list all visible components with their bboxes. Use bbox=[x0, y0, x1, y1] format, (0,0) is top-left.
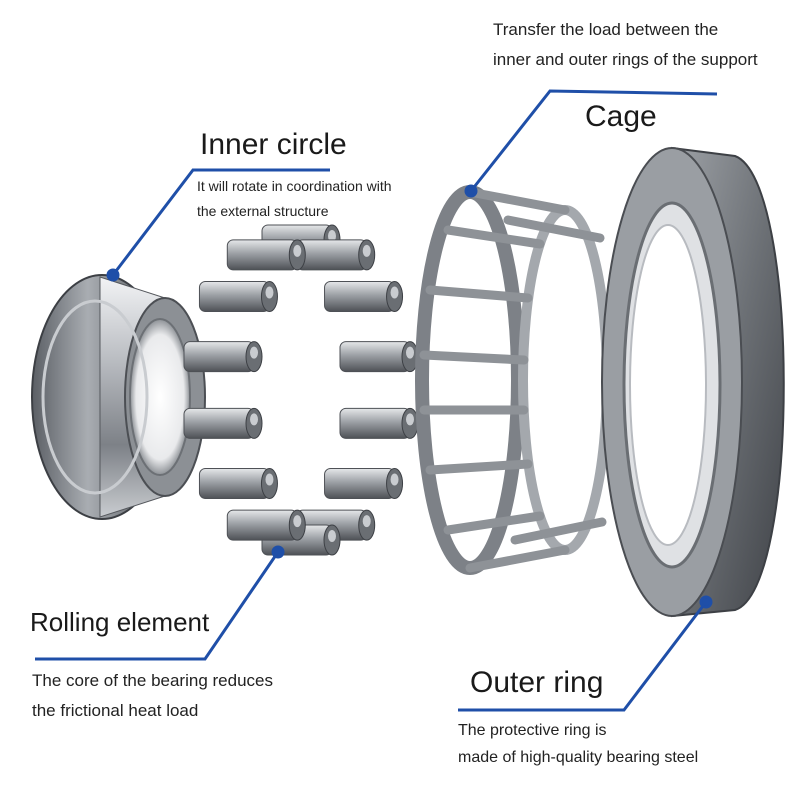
cage-desc-line-1: Transfer the load between the bbox=[493, 20, 719, 39]
roller bbox=[183, 407, 263, 439]
callout-outer-ring bbox=[458, 595, 713, 712]
roller bbox=[324, 468, 404, 500]
roller bbox=[198, 468, 278, 500]
rolling-element-desc-line-2: the frictional heat load bbox=[32, 701, 199, 720]
outer-ring-title: Outer ring bbox=[470, 666, 604, 699]
outer-ring-desc-line-2: made of high-quality bearing steel bbox=[458, 749, 699, 766]
rolling-element-desc-line-1: The core of the bearing reduces bbox=[32, 671, 273, 690]
outer-ring-illustration bbox=[601, 146, 785, 618]
callout-cage bbox=[464, 89, 718, 198]
roller bbox=[324, 280, 404, 312]
roller bbox=[339, 407, 419, 439]
inner-circle-title: Inner circle bbox=[200, 128, 347, 161]
callout-inner-circle bbox=[106, 168, 330, 282]
roller bbox=[183, 341, 263, 373]
cage-desc-line-2: inner and outer rings of the support bbox=[493, 50, 758, 69]
roller bbox=[226, 239, 306, 271]
inner-circle-desc-line-1: It will rotate in coordination with bbox=[197, 178, 392, 194]
roller bbox=[296, 239, 376, 271]
roller bbox=[339, 341, 419, 373]
inner-ring-illustration bbox=[31, 274, 206, 520]
cage-illustration bbox=[415, 185, 612, 575]
rolling-element-title: Rolling element bbox=[30, 607, 210, 637]
roller bbox=[226, 509, 306, 541]
roller bbox=[198, 280, 278, 312]
outer-ring-desc-line-1: The protective ring is bbox=[458, 722, 607, 739]
inner-circle-desc-line-2: the external structure bbox=[197, 203, 329, 219]
callout-rolling-element bbox=[35, 545, 285, 661]
rolling-elements-illustration bbox=[183, 224, 419, 556]
cage-title: Cage bbox=[585, 100, 657, 133]
